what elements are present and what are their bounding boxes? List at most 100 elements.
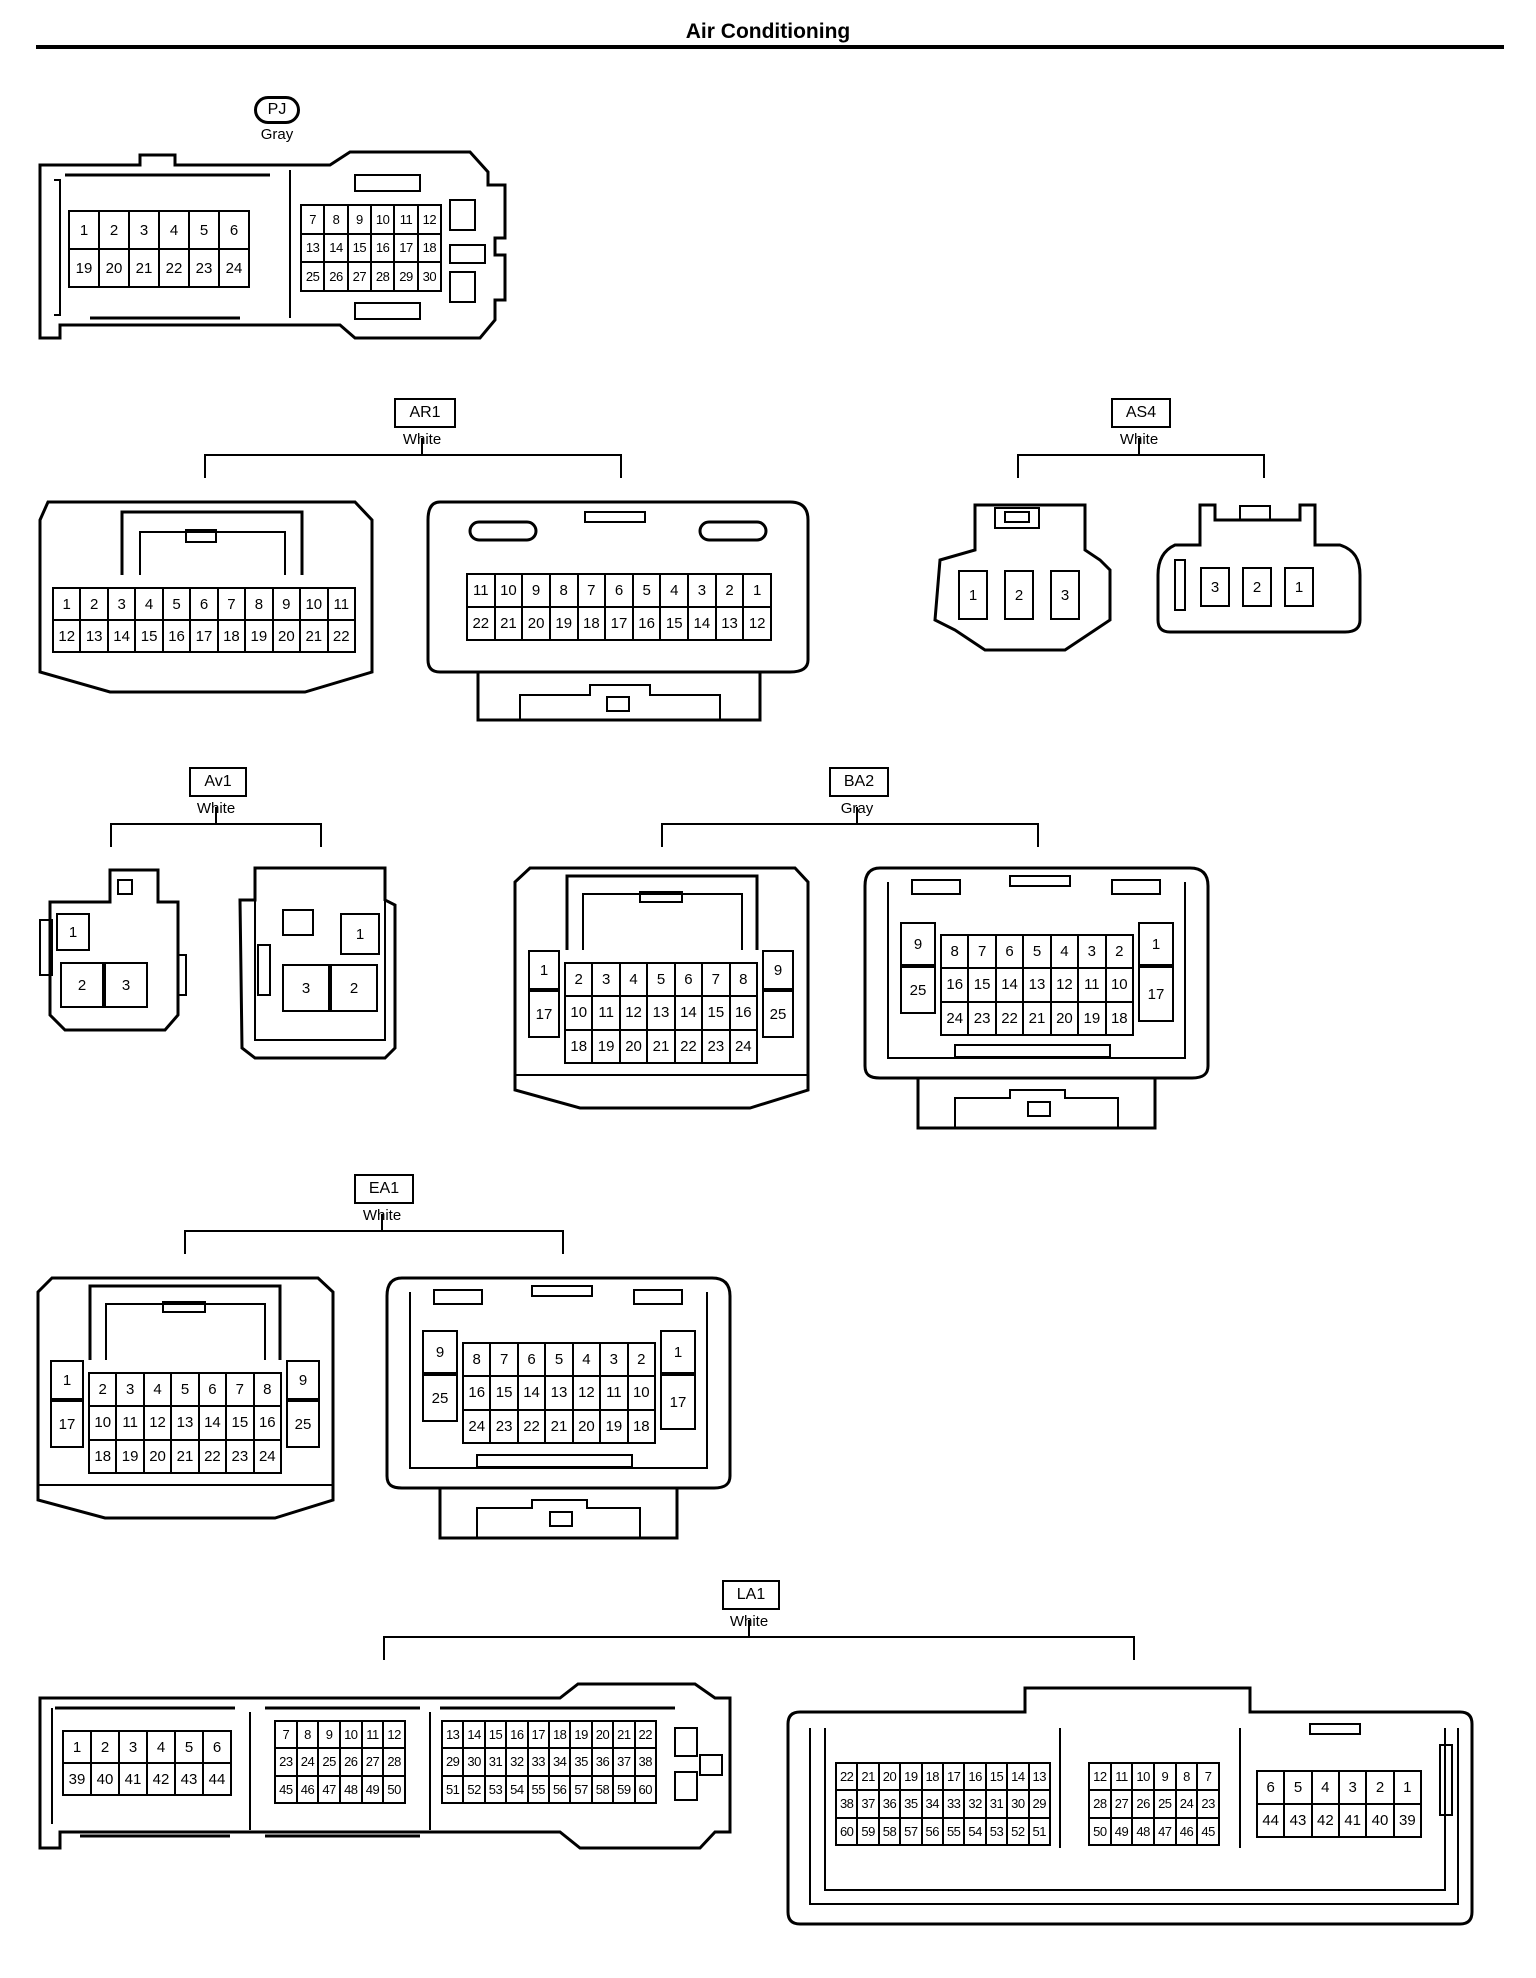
pin: 3 [1200, 567, 1230, 607]
pin: 11 [362, 1722, 383, 1748]
pin: 4 [620, 964, 647, 996]
pin: 23 [276, 1749, 296, 1775]
pin: 3 [104, 962, 148, 1008]
pin: 45 [276, 1776, 296, 1802]
pin: 1 [1284, 567, 1314, 607]
pin: 7 [276, 1722, 296, 1748]
pin: 6 [199, 1374, 226, 1406]
pin: 10 [628, 1377, 654, 1409]
pin: 42 [148, 1764, 174, 1794]
pin: 13 [172, 1407, 198, 1439]
pin: 18 [922, 1764, 942, 1790]
pin: 5 [172, 1374, 198, 1406]
pin: 22 [518, 1410, 545, 1442]
pin: 9 [319, 1722, 339, 1748]
pin: 5 [633, 575, 660, 606]
pin: 16 [464, 1377, 490, 1409]
pin: 27 [362, 1749, 383, 1775]
pin: 1 [340, 913, 380, 955]
pin: 14 [996, 969, 1023, 1001]
pin: 2 [330, 964, 378, 1012]
pin: 43 [1285, 1805, 1311, 1836]
pin: 7 [227, 1374, 253, 1406]
pin: 11 [593, 997, 619, 1029]
pin: 4 [1312, 1772, 1338, 1803]
pin: 5 [163, 589, 190, 619]
pair-bracket [204, 454, 622, 478]
pin: 18 [628, 1410, 654, 1442]
pin: 18 [549, 1722, 570, 1748]
pin: 13 [1029, 1764, 1049, 1790]
pin: 16 [942, 969, 968, 1001]
pin: 12 [620, 997, 647, 1029]
pin: 20 [620, 1030, 647, 1062]
pin: 41 [120, 1764, 146, 1794]
pin: 59 [614, 1776, 634, 1802]
pin: 53 [986, 1818, 1007, 1844]
pin: 20 [1051, 1002, 1078, 1034]
pin: 8 [325, 206, 347, 233]
pin: 1 [958, 570, 988, 620]
pin: 20 [100, 250, 128, 286]
pin: 2 [1004, 570, 1034, 620]
pin: 52 [1008, 1818, 1028, 1844]
pin: 9 [523, 575, 549, 606]
pin: 25 [286, 1400, 320, 1448]
pin: 49 [1111, 1818, 1132, 1844]
pin: 9 [1154, 1764, 1175, 1790]
pin: 37 [614, 1749, 634, 1775]
pin: 6 [204, 1732, 230, 1762]
pin: 24 [297, 1749, 318, 1775]
pin-grid-b: 7 8 9 10 11 12 13 14 15 16 17 18 25 26 2… [300, 204, 442, 292]
pin: 40 [1367, 1805, 1393, 1836]
pin: 27 [348, 263, 370, 290]
pin: 19 [1079, 1002, 1105, 1034]
pin: 3 [601, 1344, 627, 1376]
pin-grid-female-3: 13 14 15 16 17 18 19 20 21 22 29 30 31 3… [441, 1720, 657, 1804]
pin: 54 [965, 1818, 985, 1844]
pin: 13 [546, 1377, 572, 1409]
pin-grid-male-3: 6 5 4 3 2 1 44 43 42 41 40 39 [1256, 1770, 1422, 1838]
pin: 1 [64, 1732, 90, 1762]
pin: 4 [144, 1374, 171, 1406]
pin: 38 [635, 1749, 655, 1775]
pin: 5 [648, 964, 674, 996]
pin: 19 [550, 608, 577, 639]
pin: 16 [730, 997, 756, 1029]
pin: 3 [1079, 936, 1105, 968]
pin-grid-male: 8 7 6 5 4 3 2 16 15 14 13 12 11 10 24 23… [940, 934, 1134, 1036]
pin-grid-a: 1 2 3 4 5 6 19 20 21 22 23 24 [68, 210, 250, 288]
pin: 60 [837, 1818, 857, 1844]
pin: 8 [297, 1722, 318, 1748]
pin: 3 [1340, 1772, 1366, 1803]
pin: 25 [900, 966, 936, 1014]
pin: 18 [566, 1030, 592, 1062]
pin: 47 [319, 1776, 339, 1802]
pin: 5 [1024, 936, 1050, 968]
pin: 28 [1090, 1791, 1110, 1817]
pin: 6 [996, 936, 1023, 968]
pin: 4 [1051, 936, 1078, 968]
pin: 29 [1029, 1791, 1049, 1817]
pin: 21 [301, 621, 327, 651]
pin: 13 [716, 608, 743, 639]
bracket-stem [1138, 438, 1140, 454]
pin: 2 [566, 964, 592, 996]
pin: 3 [120, 1732, 146, 1762]
pin: 50 [1090, 1818, 1110, 1844]
pin-grid-male-2: 12 11 10 9 8 7 28 27 26 25 24 23 50 49 4… [1088, 1762, 1220, 1846]
connector-code: EA1 [354, 1174, 414, 1204]
pin-grid-female: 2 3 4 5 6 7 8 10 11 12 13 14 15 16 18 19… [564, 962, 758, 1064]
pin-grid-male: 8 7 6 5 4 3 2 16 15 14 13 12 11 10 24 23… [462, 1342, 656, 1444]
pin: 25 [1154, 1791, 1175, 1817]
pin: 47 [1154, 1818, 1175, 1844]
pin: 18 [90, 1440, 116, 1472]
pin: 11 [601, 1377, 627, 1409]
pin-grid-male: 11 10 9 8 7 6 5 4 3 2 1 22 21 20 19 18 1… [466, 573, 772, 641]
pin: 7 [578, 575, 605, 606]
pin: 20 [273, 621, 300, 651]
pin: 17 [395, 234, 417, 262]
pin: 21 [1024, 1002, 1050, 1034]
